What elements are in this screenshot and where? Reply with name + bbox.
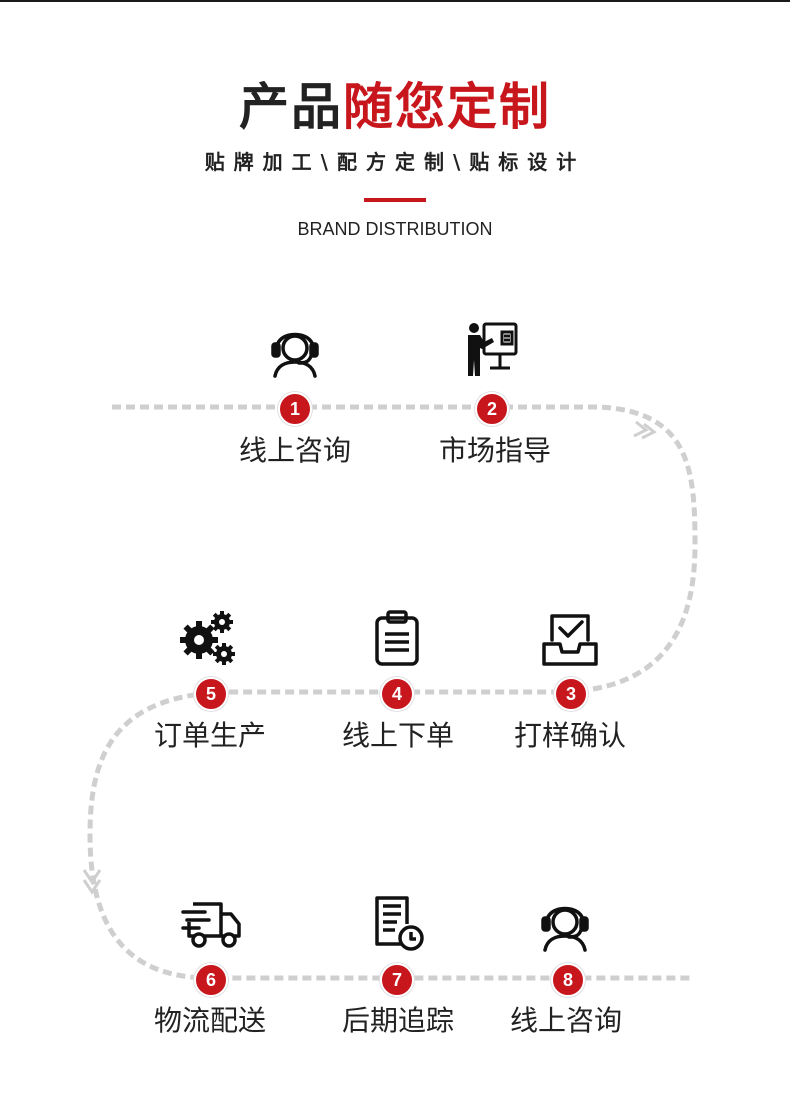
step-label-6: 物流配送 bbox=[153, 1004, 266, 1037]
step-label-4: 线上下单 bbox=[341, 719, 454, 752]
step-badge-7: 7 bbox=[380, 963, 414, 997]
headset-agent-icon bbox=[541, 906, 589, 952]
step-badge-3: 3 bbox=[554, 677, 588, 711]
step-badge-6: 6 bbox=[194, 963, 228, 997]
delivery-truck-icon bbox=[181, 902, 241, 948]
step-badge-2: 2 bbox=[475, 392, 509, 426]
english-caption: BRAND DISTRIBUTION bbox=[297, 219, 493, 239]
document-clock-icon bbox=[375, 896, 424, 951]
presenter-board-icon bbox=[468, 322, 518, 376]
clipboard-list-icon bbox=[375, 610, 419, 666]
step-badge-1: 1 bbox=[278, 392, 312, 426]
title-divider bbox=[364, 198, 426, 202]
page-title: 产品随您定制 bbox=[0, 72, 790, 142]
step-badge-4: 4 bbox=[380, 677, 414, 711]
step-label-1: 线上咨询 bbox=[238, 434, 351, 467]
page-subtitle: 贴牌加工\配方定制\贴标设计 bbox=[204, 150, 586, 174]
top-border-line bbox=[0, 0, 790, 2]
step-label-3: 打样确认 bbox=[513, 719, 626, 752]
gears-icon bbox=[180, 611, 235, 665]
step-label-8: 线上咨询 bbox=[509, 1004, 622, 1037]
inbox-check-icon bbox=[542, 614, 598, 666]
step-badge-5: 5 bbox=[194, 677, 228, 711]
step-badge-8: 8 bbox=[551, 963, 585, 997]
step-label-7: 后期追踪 bbox=[341, 1004, 454, 1037]
title-dark-part: 产品 bbox=[239, 78, 343, 136]
step-label-5: 订单生产 bbox=[153, 719, 266, 752]
headset-agent-icon bbox=[271, 332, 319, 378]
step-label-2: 市场指导 bbox=[438, 434, 551, 467]
path-arrow-right bbox=[633, 420, 649, 438]
path-arrow-down bbox=[82, 869, 102, 885]
title-red-part: 随您定制 bbox=[343, 78, 551, 136]
